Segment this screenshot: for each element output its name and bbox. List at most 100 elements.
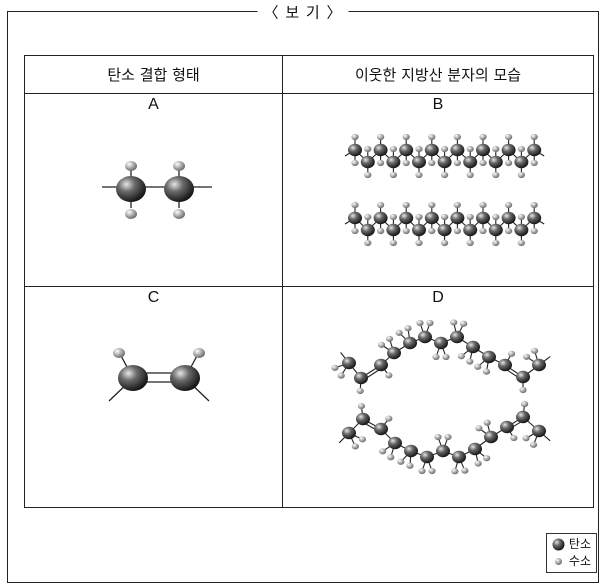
- hydrogen-atom: [519, 386, 527, 394]
- carbon-atom: [516, 410, 530, 424]
- carbon-atom: [501, 211, 516, 225]
- carbon-atom: [476, 143, 490, 157]
- hydrogen-atom: [479, 227, 487, 235]
- hydrogen-atom: [385, 335, 394, 342]
- hydrogen-atom: [530, 201, 538, 209]
- carbon-atom: [484, 430, 498, 444]
- hydrogen-atom: [402, 227, 410, 235]
- carbon-atom: [450, 211, 465, 225]
- carbon-atom: [412, 155, 426, 169]
- carbon-atom: [514, 223, 529, 237]
- carbon-atom: [387, 346, 401, 360]
- hydrogen-atom: [415, 145, 423, 153]
- hydrogen-atom: [385, 372, 393, 379]
- carbon-atom: [348, 143, 362, 157]
- hydrogen-atom: [357, 403, 365, 410]
- hydrogen-atom: [492, 213, 500, 221]
- hydrogen-atom: [389, 145, 397, 153]
- header-bond-type: 탄소 결합 형태: [24, 55, 283, 94]
- example-box: 〈 보 기 〉: [7, 1, 599, 583]
- hydrogen-atom: [377, 227, 385, 235]
- label-b: B: [432, 96, 444, 113]
- box-title: 〈 보 기 〉: [257, 1, 349, 23]
- cell-d: D: [282, 286, 594, 508]
- cell-a: A: [24, 93, 283, 287]
- hydrogen-atom: [406, 462, 414, 469]
- hydrogen-atom: [351, 227, 359, 235]
- hydrogen-atom: [379, 448, 387, 455]
- carbon-atom: [532, 358, 546, 372]
- hydrogen-atom: [492, 171, 500, 179]
- hydrogen-atom: [377, 341, 386, 348]
- legend-carbon: 탄소: [552, 536, 591, 553]
- hydrogen-atom: [432, 353, 440, 361]
- hydrogen-atom: [466, 145, 474, 153]
- hydrogen-atom: [125, 209, 137, 219]
- carbon-atom: [468, 442, 482, 456]
- carbon-atom: [482, 350, 496, 364]
- hydrogen-atom: [416, 319, 424, 327]
- hydrogen-atom: [426, 319, 434, 327]
- hydrogen-atom: [358, 436, 367, 443]
- hydrogen-atom: [523, 353, 531, 360]
- hydrogen-atom: [395, 329, 403, 336]
- carbon-atom: [500, 420, 514, 434]
- hydrogen-atom: [530, 133, 538, 141]
- carbon-atom: [463, 155, 478, 169]
- carbon-atom: [118, 365, 148, 391]
- hydrogen-atom: [397, 458, 405, 465]
- header-molecule-shape: 이웃한 지방산 분자의 모습: [282, 55, 594, 94]
- hydrogen-atom: [530, 159, 538, 167]
- hydrogen-atom: [517, 239, 525, 247]
- hydrogen-atom: [125, 161, 137, 171]
- legend-hydrogen: 수소: [552, 553, 591, 570]
- comparison-table: 탄소 결합 형태 이웃한 지방산 분자의 모습 A B C: [24, 55, 594, 508]
- hydrogen-atom: [351, 133, 359, 141]
- carbon-atom: [388, 436, 402, 450]
- header-row: 탄소 결합 형태 이웃한 지방산 분자의 모습: [24, 55, 594, 94]
- hydrogen-atom: [444, 433, 452, 441]
- hydrogen-atom: [460, 320, 468, 327]
- carbon-atom: [527, 143, 542, 157]
- hydrogen-atom: [173, 161, 185, 171]
- hydrogen-atom: [522, 435, 530, 442]
- carbon-atom: [356, 412, 370, 426]
- hydrogen-atom: [364, 239, 372, 247]
- hydrogen-atom: [428, 133, 436, 141]
- hydrogen-atom: [451, 468, 459, 475]
- hydrogen-atom: [492, 145, 500, 153]
- hydrogen-atom: [441, 171, 449, 179]
- hydrogen-atom: [331, 364, 339, 371]
- hydrogen-atom: [193, 348, 205, 358]
- hydrogen-atom: [466, 171, 474, 179]
- hydrogen-atom: [402, 133, 410, 141]
- hydrogen-atom: [356, 387, 364, 395]
- legend-hydrogen-label: 수소: [568, 554, 591, 568]
- carbon-atom: [424, 211, 439, 225]
- hydrogen-atom: [479, 159, 487, 167]
- label-a: A: [148, 96, 159, 113]
- hydrogen-atom: [453, 227, 461, 235]
- hydrogen-atom: [483, 455, 491, 462]
- carbon-atom: [116, 176, 146, 202]
- carbon-atom: [403, 336, 417, 350]
- single-bond-molecule: [102, 161, 212, 219]
- hydrogen-atom: [389, 239, 397, 247]
- hydrogen-atom: [461, 467, 469, 474]
- hydrogen-atom: [517, 213, 525, 221]
- hydrogen-atom: [387, 454, 395, 461]
- hydrogen-atom: [415, 171, 423, 179]
- carbon-atom: [399, 143, 414, 157]
- hydrogen-atom: [402, 159, 410, 167]
- carbon-atom: [399, 211, 414, 225]
- carbon-icon: [552, 538, 565, 551]
- carbon-atom: [437, 223, 452, 237]
- carbon-atom: [374, 358, 388, 372]
- cell-c: C: [24, 286, 283, 508]
- carbon-atom: [476, 211, 490, 225]
- hydrogen-atom: [483, 419, 491, 426]
- carbon-atom: [374, 422, 388, 436]
- hydrogen-atom: [474, 460, 482, 467]
- legend-carbon-label: 탄소: [568, 537, 591, 551]
- hydrogen-atom: [377, 159, 385, 167]
